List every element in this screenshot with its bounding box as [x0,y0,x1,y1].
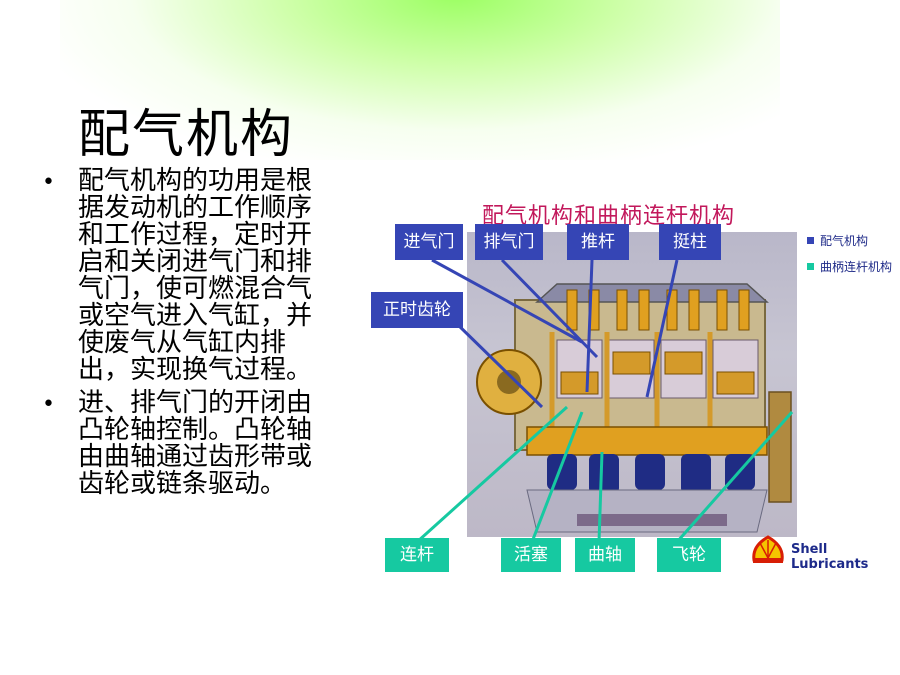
bullet-item: • 配气机构的功用是根据发动机的工作顺序和工作过程，定时开启和关闭进气门和排气门… [38,168,323,384]
title-glow-background [60,0,780,160]
legend-swatch-blue [807,237,814,244]
bullet-list: • 配气机构的功用是根据发动机的工作顺序和工作过程，定时开启和关闭进气门和排气门… [38,168,323,504]
label-exhaust-valve: 排气门 [475,224,543,260]
slide-title: 配气机构 [78,105,295,165]
label-intake-valve: 进气门 [395,224,463,260]
bullet-dot-icon: • [42,170,55,195]
brand-name: Shell Lubricants [791,542,869,572]
engine-diagram-figure: 配气机构和曲柄连杆机构 [337,182,900,575]
legend-label: 曲柄连杆机构 [820,260,893,274]
leader-lines [415,258,794,544]
label-timing-gear: 正时齿轮 [371,292,463,328]
label-connecting-rod: 连杆 [385,538,449,572]
bullet-item: • 进、排气门的开闭由凸轮轴控制。凸轮轴由曲轴通过齿形带或齿轮或链条驱动。 [38,390,323,498]
label-flywheel: 飞轮 [657,538,721,572]
shell-logo-icon [752,535,784,563]
legend-swatch-green [807,263,814,270]
bullet-text: 配气机构的功用是根据发动机的工作顺序和工作过程，定时开启和关闭进气门和排气门，使… [78,166,313,385]
label-push-rod: 推杆 [567,224,629,260]
legend-label: 配气机构 [820,234,869,248]
bullet-dot-icon: • [42,392,55,417]
legend-crank-mechanism: 曲柄连杆机构 [807,260,899,275]
bullet-text: 进、排气门的开闭由凸轮轴控制。凸轮轴由曲轴通过齿形带或齿轮或链条驱动。 [78,388,313,499]
legend-valve-train: 配气机构 [807,234,899,249]
label-crankshaft: 曲轴 [575,538,635,572]
label-tappet: 挺柱 [659,224,721,260]
label-piston: 活塞 [501,538,561,572]
